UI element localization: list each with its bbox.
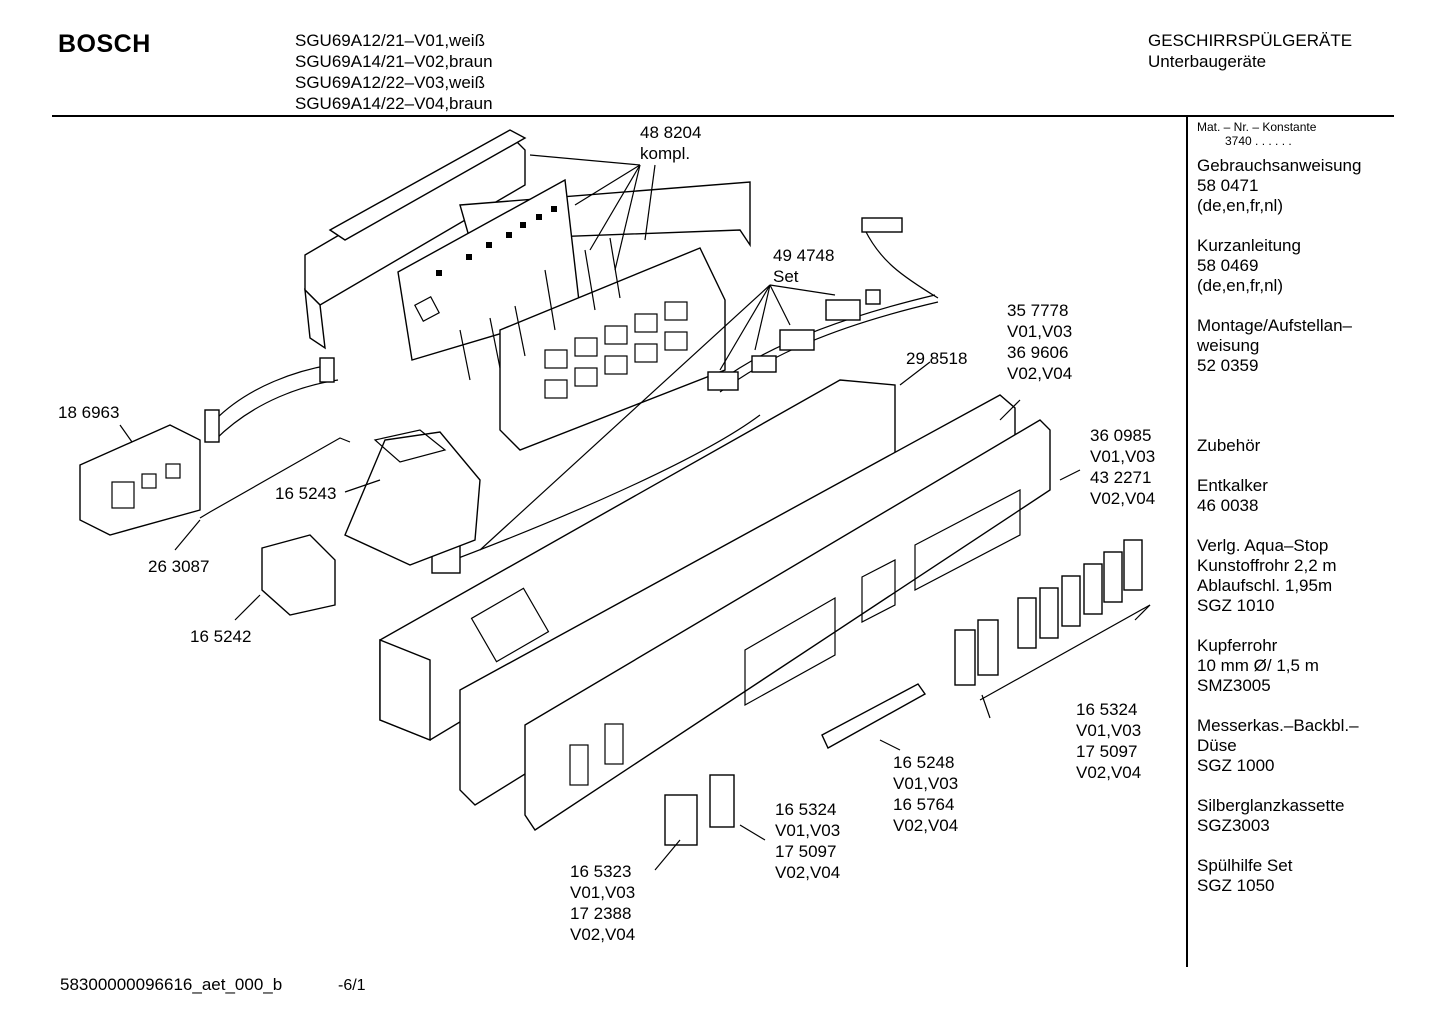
callout-26-3087: 26 3087 (148, 557, 210, 576)
callout-16-5243: 16 5243 (275, 484, 337, 503)
callout-29-8518: 29 8518 (906, 349, 968, 368)
model-line: SGU69A14/21–V02,braun (295, 52, 493, 71)
ribbon-cable-part (204, 357, 339, 443)
button-carrier-part (459, 237, 726, 451)
push-buttons-part (664, 539, 1143, 846)
display-module-part (79, 424, 201, 536)
material-number-label: Mat. – Nr. – Konstante (1197, 120, 1317, 134)
leader-lines (119, 154, 1151, 871)
model-line: SGU69A12/22–V03,weiß (295, 73, 485, 92)
category-subtitle: Unterbaugeräte (1148, 52, 1267, 71)
material-number-value: 3740 . . . . . . (1225, 134, 1292, 148)
category-heading: GESCHIRRSPÜLGERÄTE Unterbaugeräte (1148, 30, 1352, 72)
page-number: -6/1 (338, 977, 366, 994)
fascia-part (524, 419, 1051, 831)
header-divider (52, 115, 1394, 117)
rear-frame-part (304, 129, 751, 350)
model-line: SGU69A12/21–V01,weiß (295, 31, 485, 50)
brand-logo: BOSCH (58, 30, 151, 58)
document-id: 58300000096616_aet_000_b (60, 975, 283, 994)
switch-module-part (261, 534, 336, 616)
sidebar-divider (1186, 117, 1188, 967)
rod-part (199, 437, 351, 519)
cover-strip-part (821, 683, 927, 749)
callout-16-5242: 16 5242 (190, 627, 252, 646)
model-line: SGU69A14/22–V04,braun (295, 94, 493, 113)
callout-18-6963: 18 6963 (58, 403, 120, 422)
cable-harness-part (431, 217, 939, 574)
sidebar-spacer (1197, 396, 1387, 436)
sidebar-section: Zubehör (1197, 436, 1261, 455)
accessories-sidebar: Mat. – Nr. – Konstante 3740 . . . . . . … (1197, 120, 1387, 916)
control-panel-frame-part (379, 379, 896, 742)
bracket-part (344, 429, 481, 566)
material-number-block: Mat. – Nr. – Konstante 3740 . . . . . . (1197, 120, 1387, 148)
model-list: SGU69A12/21–V01,weiß SGU69A14/21–V02,bra… (295, 30, 493, 114)
category-title: GESCHIRRSPÜLGERÄTE (1148, 31, 1353, 50)
